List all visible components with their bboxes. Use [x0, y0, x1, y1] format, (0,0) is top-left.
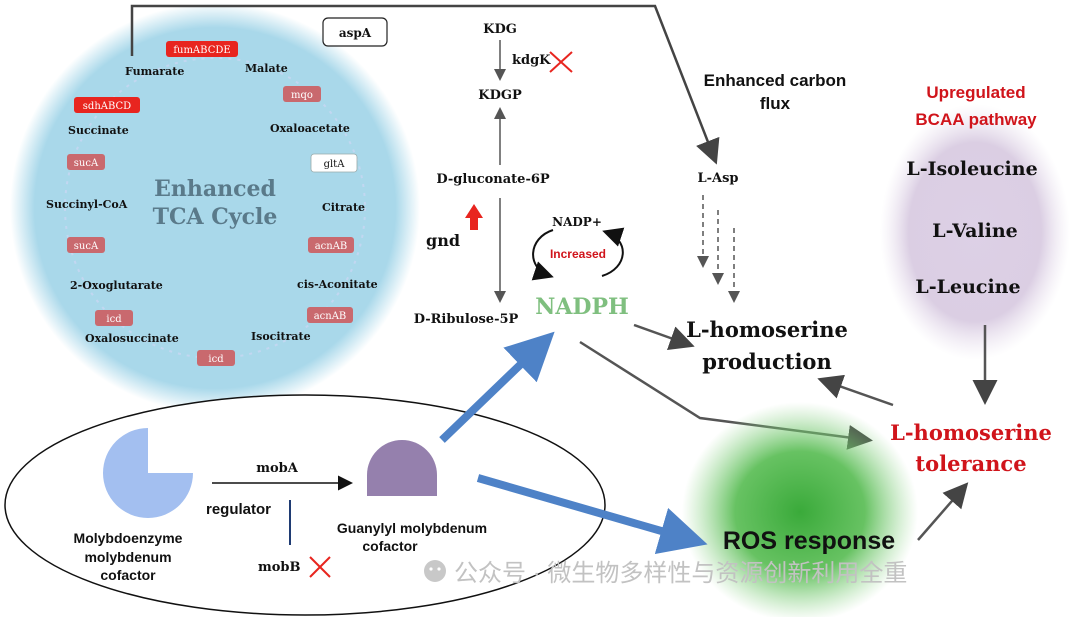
regulator-label: regulator [206, 501, 271, 518]
metabolite-succinate: Succinate [68, 124, 129, 137]
tolerance-to-production-arrow [817, 374, 894, 407]
lasp-to-homoserine-dashed-arrows [697, 195, 740, 303]
metabolite-ribulose-5p: D-Ribulose-5P [414, 312, 519, 327]
metabolite-oxaloacetate: Oxaloacetate [270, 122, 350, 135]
enzyme-acnab-2: acnAB [307, 307, 353, 323]
metabolite-2-oxoglutarate: 2-Oxoglutarate [70, 279, 163, 292]
metabolite-kdg: KDG [483, 22, 517, 37]
tca-title-line2: TCA Cycle [153, 204, 278, 230]
carbon-flux-line2: flux [760, 94, 791, 113]
svg-text:fumABCDE: fumABCDE [173, 45, 230, 56]
enzyme-mobb: mobB [258, 560, 301, 575]
svg-text:acnAB: acnAB [314, 311, 347, 322]
enzyme-glta: gltA [310, 153, 358, 173]
cofactor-line2: molybdenum [84, 549, 171, 565]
cofactor-line1: Molybdoenzyme [74, 530, 183, 546]
watermark: 公众号 · 微生物多样性与资源创新利用全重 [424, 560, 907, 587]
nadp-cycle-left-arrow [531, 229, 554, 281]
aspa-box: aspA [322, 17, 388, 47]
svg-text:sdhABCD: sdhABCD [83, 101, 131, 112]
fumarate-to-lasp-arrow [130, 4, 720, 165]
enzyme-mqo: mqo [283, 86, 321, 102]
enzyme-suca-2: sucA [67, 237, 105, 253]
tolerance-line2: tolerance [915, 451, 1026, 476]
metabolite-citrate: Citrate [322, 201, 365, 214]
metabolite-l-valine: L-Valine [932, 220, 1018, 242]
bcaa-title-line2: BCAA pathway [915, 110, 1037, 129]
production-line2: production [702, 349, 831, 374]
svg-text:aspA: aspA [339, 26, 372, 40]
kdgk-knockout-icon [549, 51, 573, 73]
enzyme-suca-1: sucA [67, 154, 105, 170]
svg-text:icd: icd [208, 354, 224, 365]
guanylyl-line2: cofactor [362, 538, 418, 554]
increased-label: Increased [550, 247, 606, 261]
svg-text:mqo: mqo [291, 90, 313, 101]
metabolite-l-isoleucine: L-Isoleucine [906, 158, 1037, 180]
ros-to-tolerance-arrow [917, 482, 969, 541]
svg-text:acnAB: acnAB [315, 241, 348, 252]
enzyme-acnab-1: acnAB [308, 237, 354, 253]
bcaa-pathway-blob [880, 104, 1070, 360]
metabolite-l-leucine: L-Leucine [915, 276, 1020, 298]
enzyme-sdhabcd: sdhABCD [74, 97, 140, 113]
carbon-flux-line1: Enhanced carbon [704, 71, 847, 90]
guanylyl-to-nadph-arrow [439, 331, 555, 443]
enzyme-gnd: gnd [426, 231, 460, 250]
gnd-upregulated-icon [465, 204, 483, 230]
cofactor-line3: cofactor [100, 567, 156, 583]
metabolite-oxalosuccinate: Oxalosuccinate [85, 332, 179, 345]
guanylyl-cofactor-shape [367, 440, 437, 496]
enzyme-fumabcde: fumABCDE [166, 41, 238, 57]
metabolite-isocitrate: Isocitrate [251, 330, 311, 343]
production-line1: L-homoserine [686, 317, 848, 342]
metabolite-kdgp: KDGP [478, 88, 522, 103]
svg-text:gltA: gltA [324, 159, 346, 170]
metabolite-nadp-plus: NADP+ [552, 215, 602, 229]
tca-title-line1: Enhanced [154, 176, 276, 202]
svg-text:icd: icd [106, 314, 122, 325]
enzyme-kdgk: kdgK [512, 53, 551, 68]
ros-response-blob [682, 402, 918, 617]
nadph-to-production-arrow [633, 323, 695, 351]
watermark-text: 公众号 · 微生物多样性与资源创新利用全重 [454, 560, 907, 587]
nadp-cycle-right-arrow [601, 227, 625, 277]
metabolite-gluconate-6p: D-gluconate-6P [436, 172, 550, 187]
mobb-knockout-icon [309, 556, 331, 578]
svg-text:sucA: sucA [74, 158, 99, 169]
guanylyl-line1: Guanylyl molybdenum [337, 520, 487, 536]
enzyme-moba: mobA [256, 461, 299, 476]
tolerance-line1: L-homoserine [890, 420, 1052, 445]
metabolite-malate: Malate [245, 62, 288, 75]
bcaa-title-line1: Upregulated [926, 83, 1025, 102]
enzyme-icd-2: icd [197, 350, 235, 366]
metabolite-fumarate: Fumarate [125, 65, 184, 78]
metabolite-succinyl-coa: Succinyl-CoA [46, 198, 128, 211]
ros-response-label: ROS response [723, 527, 895, 555]
guanylyl-to-ros-arrow [476, 474, 708, 555]
molybdenum-cofactor-oval [4, 394, 606, 616]
metabolite-l-asp: L-Asp [697, 171, 738, 186]
metabolite-nadph: NADPH [535, 294, 629, 320]
metabolite-cis-aconitate: cis-Aconitate [297, 278, 378, 291]
svg-text:sucA: sucA [74, 241, 99, 252]
enzyme-icd-1: icd [95, 310, 133, 326]
molybdoenzyme-cofactor-shape [103, 428, 193, 518]
wechat-icon [424, 560, 446, 582]
